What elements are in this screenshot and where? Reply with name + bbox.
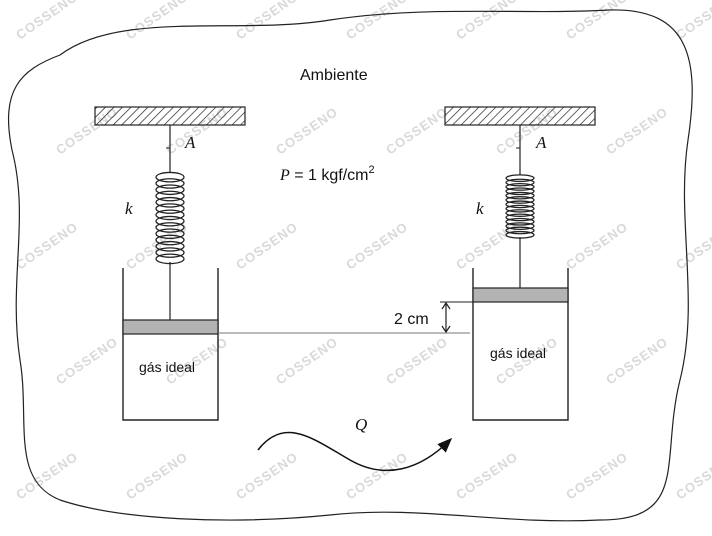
left-spring-label: k: [125, 199, 133, 218]
watermark-text: COSSENO: [123, 0, 191, 42]
watermark-text: COSSENO: [13, 219, 81, 273]
spring-coil: [155, 184, 185, 196]
spring-coil: [505, 191, 535, 200]
pressure-label: P = 1 kgf/cm2: [279, 164, 375, 184]
spring-coil: [155, 178, 185, 189]
spring-coil: [505, 196, 535, 204]
watermark-text: COSSENO: [13, 0, 81, 42]
left-gas-label: gás ideal: [139, 359, 195, 375]
pressure-symbol: P: [279, 167, 290, 184]
spring-coil: [505, 204, 535, 213]
watermark-text: COSSENO: [673, 449, 712, 503]
left-ceiling-support: [94, 106, 246, 126]
watermark-text: COSSENO: [383, 104, 451, 158]
heat-label: Q: [355, 415, 367, 434]
spring-coil: [505, 174, 535, 183]
watermark-text: COSSENO: [53, 334, 121, 388]
spring-coil: [505, 187, 535, 196]
watermark-text: COSSENO: [383, 334, 451, 388]
spring-coil: [505, 178, 535, 187]
watermark-text: COSSENO: [123, 449, 191, 503]
watermark-text: COSSENO: [563, 219, 631, 273]
spring-coil: [505, 213, 535, 222]
right-setup: A k gás ideal: [444, 106, 596, 421]
spring-coil: [155, 234, 185, 246]
watermark-text: COSSENO: [123, 219, 191, 273]
watermark-text: COSSENO: [273, 334, 341, 388]
spring-coil: [505, 222, 535, 231]
spring-coil: [505, 217, 535, 226]
displacement-label: 2 cm: [394, 311, 429, 328]
watermark-text: COSSENO: [273, 104, 341, 158]
spring-coil: [505, 209, 535, 217]
spring-coil: [155, 203, 185, 214]
watermark-text: COSSENO: [453, 449, 521, 503]
spring-coil: [155, 222, 185, 233]
left-piston: [122, 319, 219, 335]
spring-coil: [505, 200, 535, 209]
spring-coil: [505, 182, 535, 191]
spring-coil: [155, 190, 185, 202]
spring-coil: [155, 228, 185, 240]
watermark-text: COSSENO: [13, 449, 81, 503]
watermark-text: COSSENO: [233, 219, 301, 273]
right-piston: [472, 287, 569, 303]
spring-coil: [155, 171, 185, 183]
left-point-label: A: [184, 133, 196, 152]
environment-label: Ambiente: [300, 67, 368, 84]
watermark-text: COSSENO: [343, 219, 411, 273]
watermark-text: COSSENO: [453, 219, 521, 273]
pressure-exponent: 2: [368, 164, 374, 176]
watermark-text: COSSENO: [233, 0, 301, 42]
watermark-text: COSSENO: [343, 0, 411, 42]
displacement-indicator: [440, 301, 473, 334]
right-ceiling-support: [444, 106, 596, 126]
right-gas-label: gás ideal: [490, 345, 546, 361]
watermark-text: COSSENO: [603, 104, 671, 158]
right-spring-label: k: [476, 199, 484, 218]
watermark-text: COSSENO: [233, 449, 301, 503]
spring-coil: [155, 215, 185, 227]
watermark-text: COSSENO: [343, 449, 411, 503]
right-spring: [505, 174, 535, 239]
watermark-text: COSSENO: [603, 334, 671, 388]
spring-coil: [155, 209, 185, 221]
pressure-value: = 1 kgf/cm: [290, 167, 369, 184]
watermark-text: COSSENO: [453, 0, 521, 42]
right-cylinder: [472, 268, 569, 421]
left-cylinder: [122, 268, 219, 421]
watermark-text: COSSENO: [673, 219, 712, 273]
watermark-text: COSSENO: [563, 449, 631, 503]
spring-coil: [155, 196, 185, 208]
watermark-text: COSSENO: [563, 0, 631, 42]
spring-coil: [155, 240, 185, 252]
spring-coil: [505, 226, 535, 235]
left-setup: A k gás ideal: [94, 106, 246, 421]
spring-coil: [155, 247, 185, 258]
left-spring: [155, 171, 185, 265]
right-point-label: A: [535, 133, 547, 152]
environment-boundary: [8, 9, 693, 522]
heat-flow-arrow: [257, 431, 453, 472]
